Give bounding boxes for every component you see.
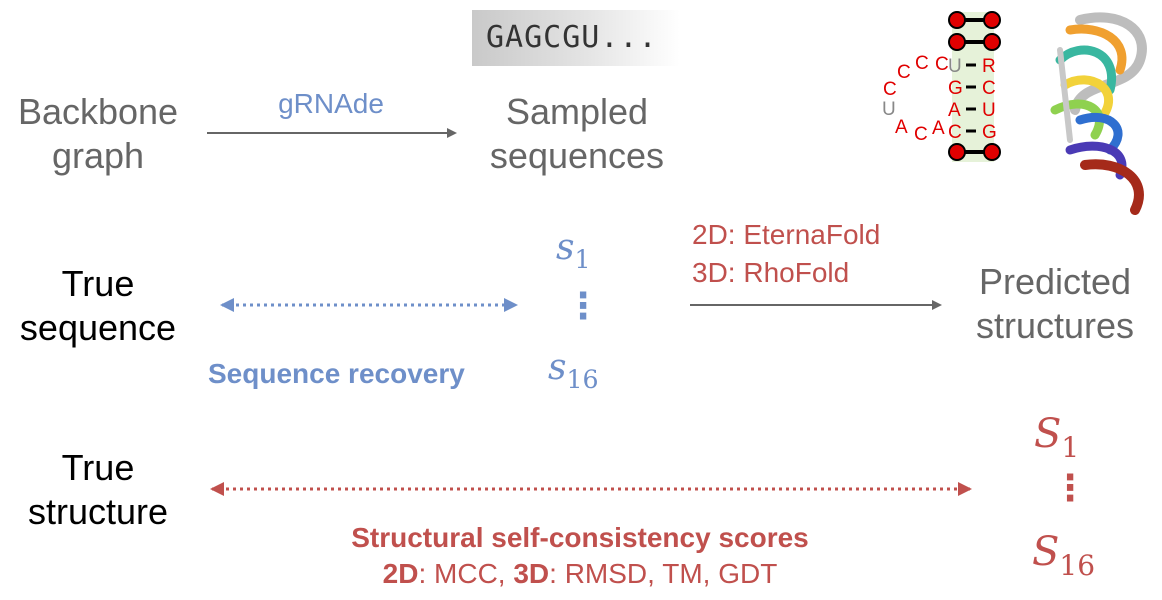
structure-first-index: 1 — [1061, 430, 1080, 464]
loop-letter: C — [883, 79, 897, 100]
metric-2d-rest: : MCC, — [418, 558, 514, 589]
sequence-example: GAGCGU... — [486, 20, 658, 55]
pair-right-letter: U — [982, 100, 996, 121]
structure-dots: ⋮ — [1052, 467, 1088, 508]
loop-letter: C — [914, 124, 928, 145]
folding-tools: 2D: EternaFold 3D: RhoFold — [692, 216, 880, 292]
true-structure-line1: True — [61, 447, 135, 488]
pair-right-letter: C — [982, 78, 996, 99]
true-sequence-line1: True — [61, 263, 135, 304]
loop-letter: C — [897, 62, 911, 83]
backbone-line2: graph — [51, 135, 145, 176]
true-structure-label: True structure — [0, 446, 196, 534]
base-circle — [948, 143, 966, 161]
folding-tool-3d: 3D: RhoFold — [692, 257, 850, 288]
metric-3d-prefix: 3D — [513, 558, 550, 589]
structural-metrics: Structural self-consistency scores 2D: M… — [240, 520, 920, 592]
base-circle — [948, 11, 966, 29]
secondary-structure-diagram: U G A C R C U G C C C C U A C A C — [882, 11, 1001, 162]
structural-metric-list: 2D: MCC, 3D: RMSD, TM, GDT — [240, 556, 920, 592]
sample-last-index: 16 — [566, 364, 599, 394]
pair-left-letter: A — [948, 100, 961, 121]
loop-letter: C — [935, 54, 949, 75]
sampled-sequences-label: Sampled sequences — [462, 90, 692, 178]
metric-2d-prefix: 2D — [382, 558, 419, 589]
true-sequence-label: True sequence — [0, 262, 196, 350]
loop-letter: C — [915, 53, 929, 74]
pair-right-letter: R — [982, 56, 996, 77]
folding-tool-2d: 2D: EternaFold — [692, 219, 881, 250]
base-circle — [983, 33, 1001, 51]
sampled-line1: Sampled — [505, 91, 649, 132]
sample-last-symbol: s — [548, 347, 567, 388]
model-label: gRNAde — [278, 88, 384, 119]
structure-first-symbol: S — [1034, 411, 1062, 457]
pair-left-letter: U — [948, 56, 962, 77]
pair-right-letter: G — [982, 122, 997, 143]
sequence-recovery-label: Sequence recovery — [208, 358, 465, 389]
sample-dots: ⋮ — [565, 285, 601, 326]
predicted-structures-label: Predicted structures — [948, 260, 1162, 348]
sample-first-index: 1 — [574, 244, 591, 274]
base-circle — [983, 11, 1001, 29]
metric-3d-rest: : RMSD, TM, GDT — [549, 558, 778, 589]
rna-3d-structure-image — [1050, 12, 1147, 215]
true-structure-line2: structure — [27, 491, 169, 532]
backbone-line1: Backbone — [17, 91, 179, 132]
sample-first-symbol: s — [556, 227, 575, 268]
loop-letter: A — [895, 117, 908, 138]
structure-first: S1 — [1034, 412, 1079, 470]
structure-last-symbol: S — [1032, 529, 1060, 575]
predicted-line2: structures — [975, 305, 1135, 346]
true-sequence-line2: sequence — [19, 307, 177, 348]
base-circle — [948, 33, 966, 51]
sample-first: s1 — [556, 228, 591, 280]
base-circle — [983, 143, 1001, 161]
predicted-line1: Predicted — [978, 261, 1132, 302]
loop-letter: A — [932, 118, 945, 139]
backbone-graph-label: Backbone graph — [0, 90, 196, 178]
sample-last: s16 — [548, 348, 599, 400]
structural-title: Structural self-consistency scores — [351, 522, 809, 553]
structure-last-index: 16 — [1059, 548, 1096, 582]
sequence-example-box — [472, 10, 680, 66]
sampled-line2: sequences — [489, 135, 665, 176]
loop-letter: U — [882, 99, 896, 120]
pair-left-letter: C — [948, 122, 962, 143]
pair-left-letter: G — [948, 78, 963, 99]
structure-last: S16 — [1032, 530, 1095, 588]
